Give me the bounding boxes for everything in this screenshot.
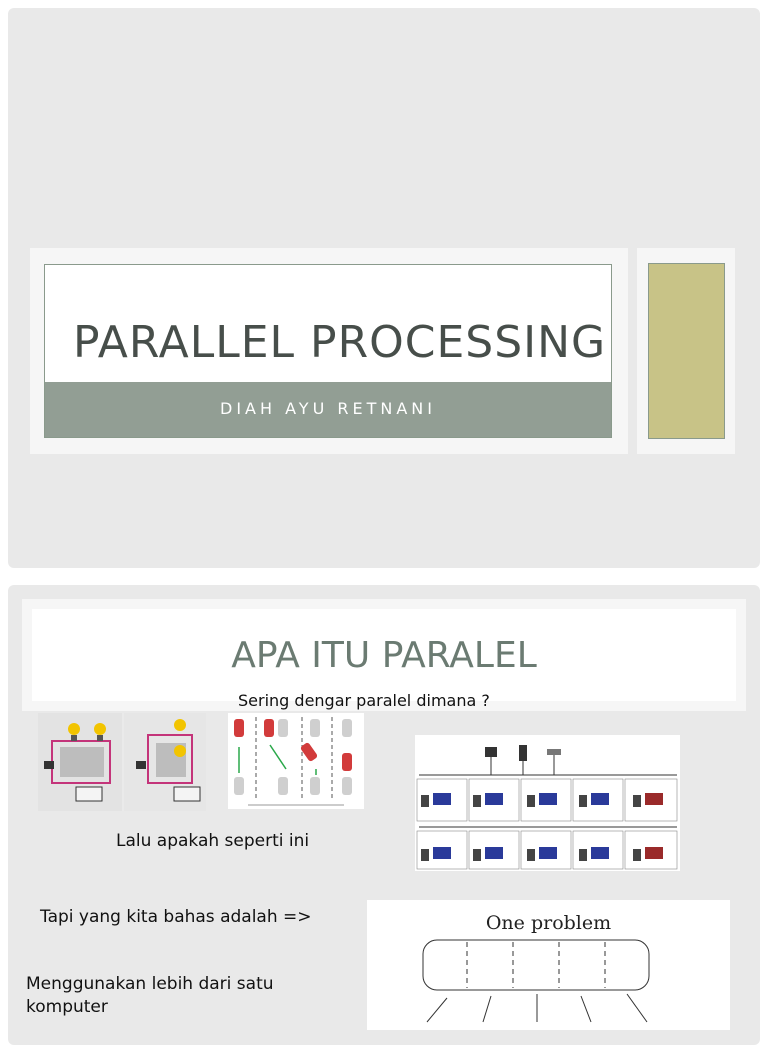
slide-subtitle: Sering dengar paralel dimana ? <box>238 691 490 710</box>
one-problem-diagram: One problem <box>367 900 730 1030</box>
header-panel: APA ITU PARALEL Sering dengar paralel di… <box>22 599 746 711</box>
title-box: PARALLEL PROCESSING DIAH AYU RETNANI <box>44 264 612 438</box>
title-panel: PARALLEL PROCESSING DIAH AYU RETNANI <box>30 248 628 454</box>
network-diagram-image <box>415 735 680 871</box>
accent-panel <box>637 248 735 454</box>
header-box <box>32 609 736 701</box>
diagram-title: One problem <box>485 912 612 934</box>
question-text: Lalu apakah seperti ini <box>116 831 310 851</box>
parallel-parking-image <box>228 713 364 809</box>
author-name: DIAH AYU RETNANI <box>220 399 436 418</box>
slide-title: APA ITU PARALEL <box>231 635 537 676</box>
presentation-title: PARALLEL PROCESSING <box>73 317 607 368</box>
subtitle-bar: DIAH AYU RETNANI <box>45 382 611 437</box>
problem-partition-illustration <box>422 939 650 1023</box>
circuit-illustration <box>38 713 206 811</box>
definition-text-line2: komputer <box>26 997 108 1017</box>
title-slide: PARALLEL PROCESSING DIAH AYU RETNANI <box>8 8 760 568</box>
definition-text-line1: Menggunakan lebih dari satu <box>26 974 274 994</box>
accent-block <box>648 263 725 439</box>
content-slide: APA ITU PARALEL Sering dengar paralel di… <box>8 585 760 1045</box>
parallel-circuit-image <box>38 713 206 811</box>
topic-text: Tapi yang kita bahas adalah => <box>40 907 312 927</box>
network-illustration <box>416 745 678 870</box>
parking-illustration <box>234 717 352 806</box>
